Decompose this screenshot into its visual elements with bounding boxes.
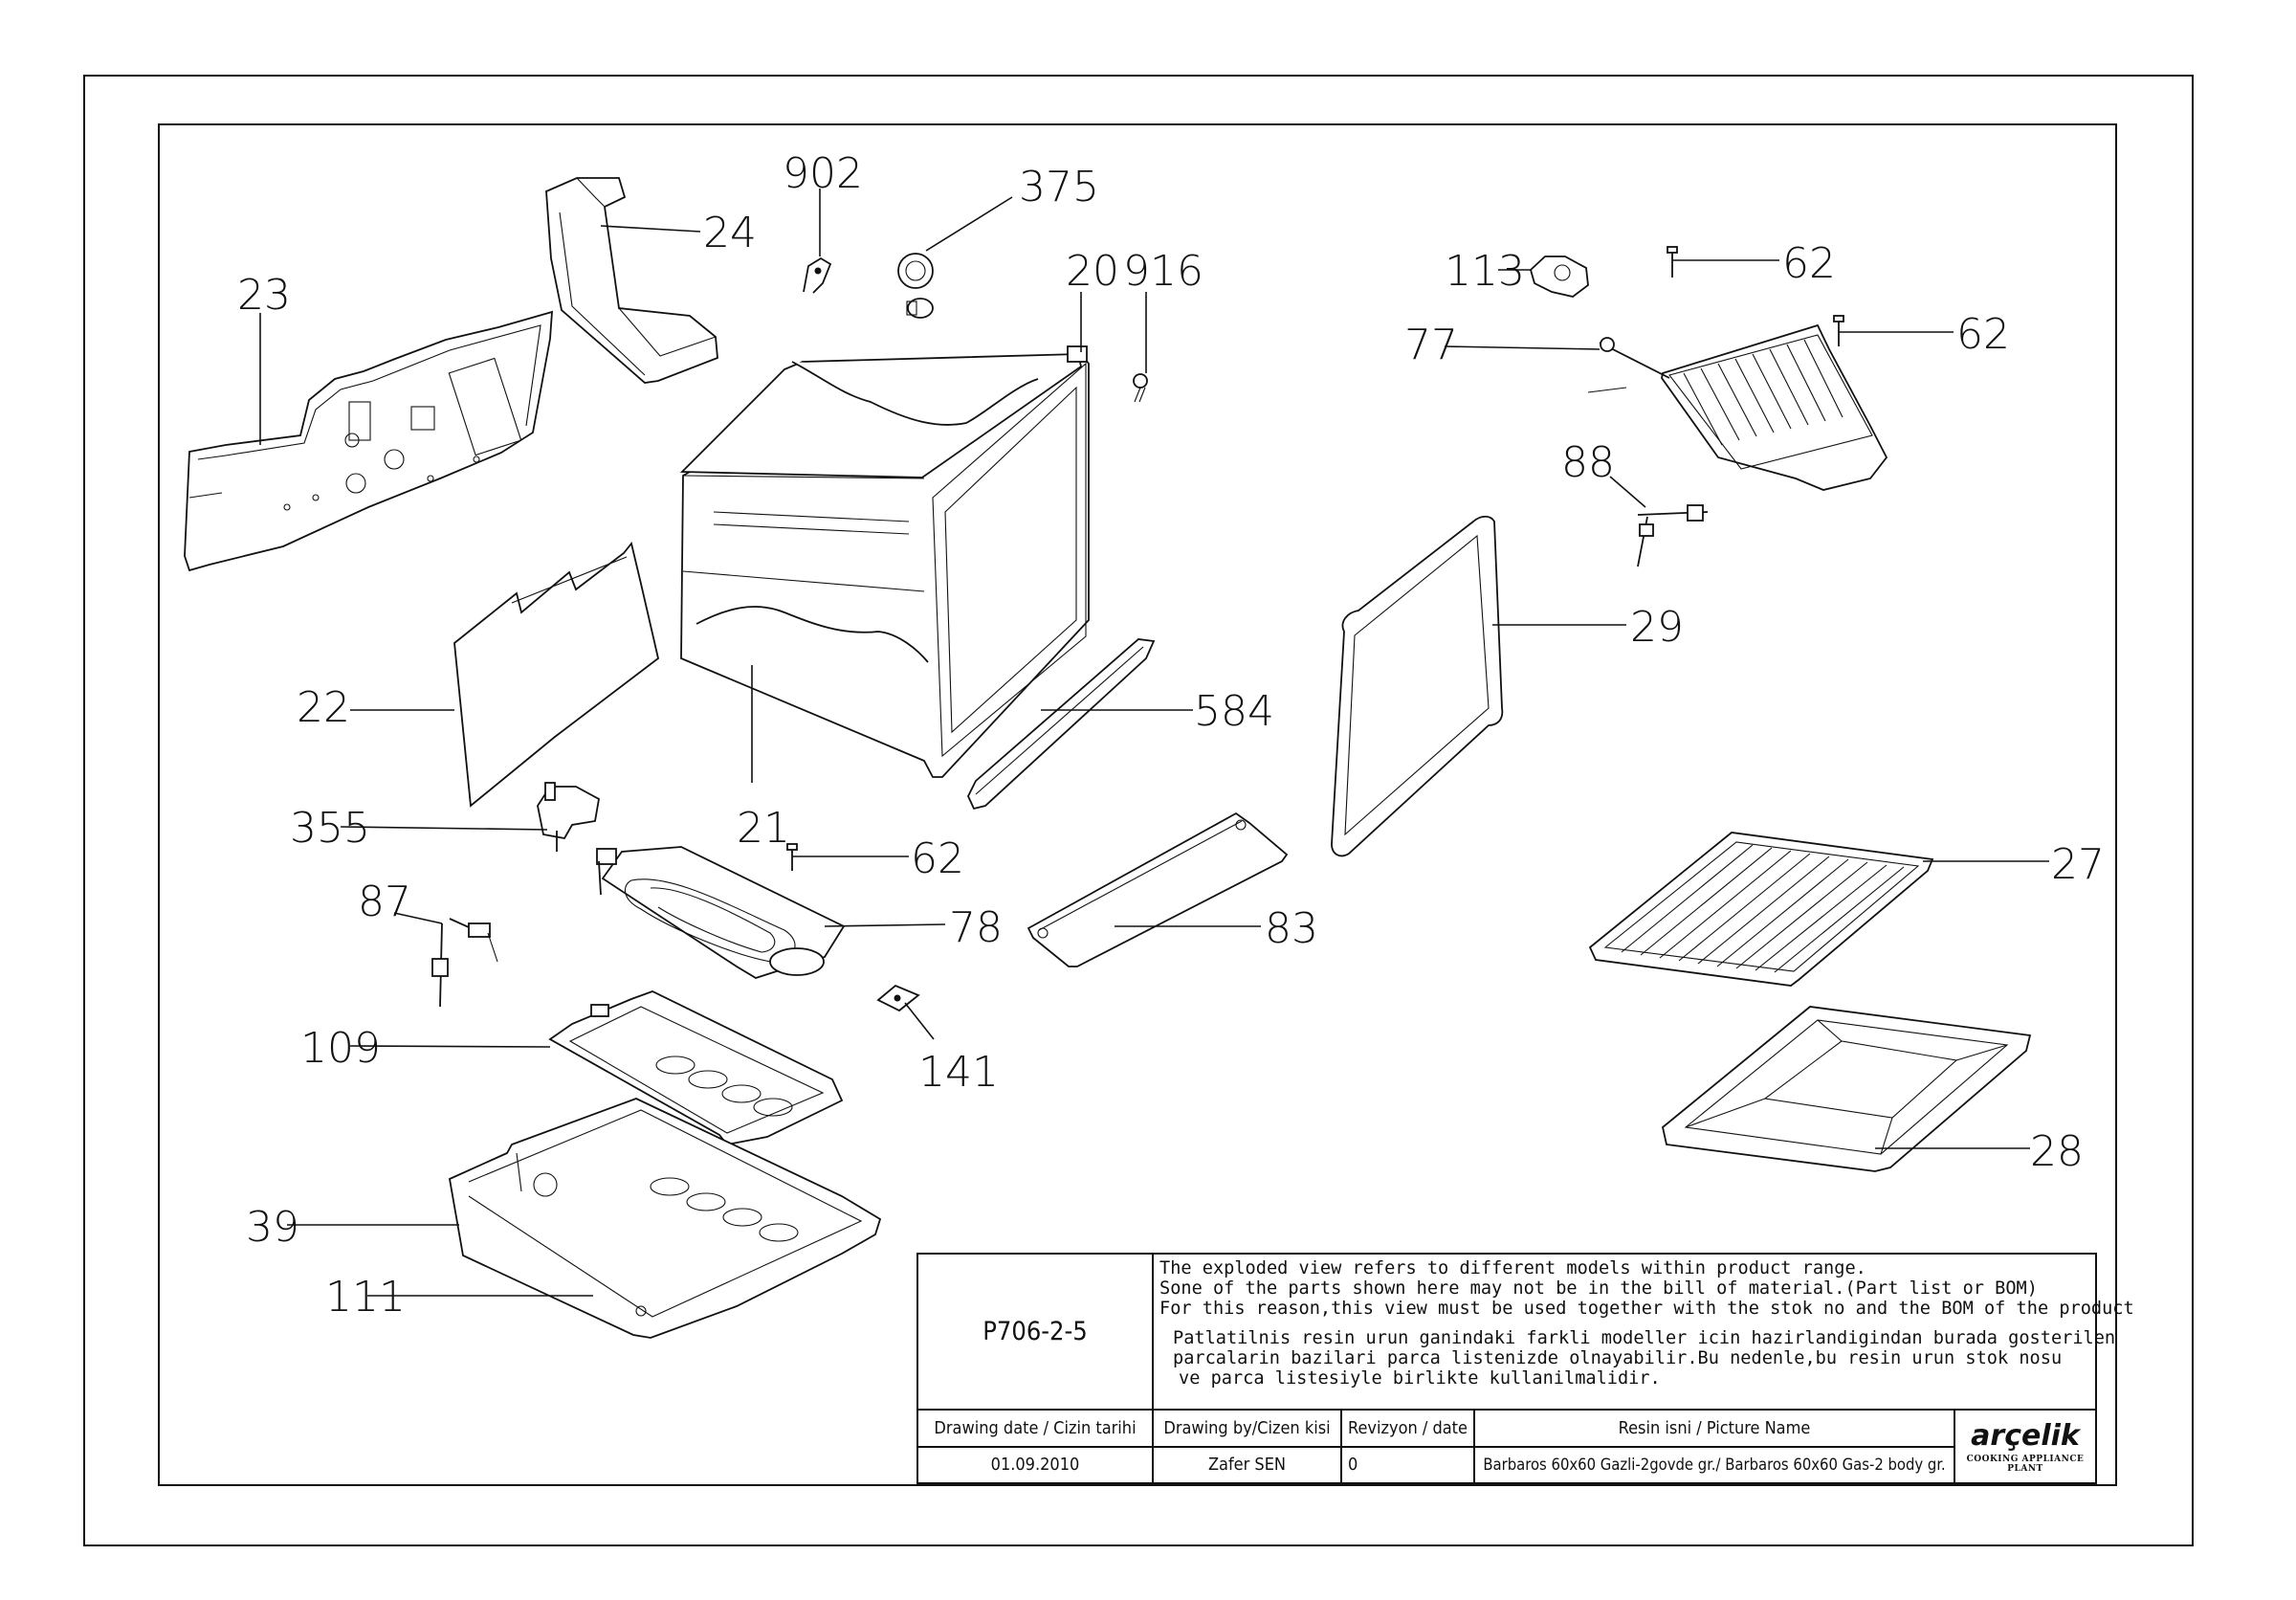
part-375-thermostat <box>897 253 934 319</box>
callout-88: 88 <box>1561 438 1615 487</box>
callout-62-c: 62 <box>911 834 964 883</box>
part-28-oven-pan <box>1662 1006 2032 1172</box>
callout-375: 375 <box>1019 163 1099 211</box>
inner-frame <box>158 123 2117 1486</box>
note-tr-2: parcalarin bazilari parca listenizde oln… <box>1173 1348 2063 1368</box>
header-revision: Revizyon / date <box>1340 1409 1475 1448</box>
part-355-ignition-bracket <box>537 782 600 852</box>
callout-24: 24 <box>703 209 757 257</box>
part-83-plate <box>1027 811 1289 967</box>
part-24-bracket <box>545 177 718 384</box>
callout-355: 355 <box>290 804 370 853</box>
callout-113: 113 <box>1445 247 1525 296</box>
header-picture-name: Resin isni / Picture Name <box>1473 1409 1955 1448</box>
notes-cell: The exploded view refers to different mo… <box>1151 1252 2134 1411</box>
part-62-screw-c <box>786 843 798 871</box>
note-tr-1: Patlatilnis resin urun ganindaki farkli … <box>1173 1328 2116 1348</box>
callout-28: 28 <box>2030 1127 2084 1176</box>
value-drawing-by: Zafer SEN <box>1152 1445 1342 1485</box>
value-revision: 0 <box>1340 1445 1475 1485</box>
header-drawing-date: Drawing date / Cizin tarihi <box>916 1409 1154 1448</box>
part-113-valve-bracket <box>1529 256 1589 298</box>
logo-wordmark: arçelik <box>1971 1419 2080 1454</box>
note-tr-3: ve parca listesiyle birlikte kullanilmal… <box>1179 1368 1661 1389</box>
callout-916: 916 <box>1123 247 1203 296</box>
part-77-grill-burner <box>1587 323 1888 491</box>
callout-109: 109 <box>300 1024 381 1073</box>
callout-22: 22 <box>297 683 350 732</box>
part-902-clip <box>803 256 832 294</box>
company-logo: arçelik COOKING APPLIANCE PLANT <box>1953 1409 2098 1484</box>
part-62-screw-a <box>1667 246 1678 278</box>
logo-subtitle: COOKING APPLIANCE PLANT <box>1966 1455 2085 1475</box>
callout-62-b: 62 <box>1956 310 2010 359</box>
callout-87: 87 <box>358 878 411 926</box>
outer-frame <box>83 75 2194 1546</box>
callout-111: 111 <box>325 1273 406 1322</box>
note-en-3: For this reason,this view must be used t… <box>1159 1299 2134 1319</box>
callout-77: 77 <box>1404 321 1458 369</box>
callout-23: 23 <box>237 271 291 320</box>
part-87-thermocouple <box>431 918 498 1008</box>
part-20-oven-body <box>679 345 1090 778</box>
part-27-wire-shelf <box>1588 832 1934 987</box>
part-78-oven-burner <box>596 846 846 979</box>
drawing-code: P706-2-5 <box>916 1252 1154 1411</box>
callout-21: 21 <box>737 804 790 853</box>
callout-141: 141 <box>918 1048 999 1097</box>
note-en-2: Sone of the parts shown here may not be … <box>1159 1278 2038 1299</box>
callout-78: 78 <box>949 903 1003 952</box>
part-22-insulation-sheet <box>453 541 660 808</box>
part-141-shield <box>876 984 920 1012</box>
part-39-burner-tray <box>448 1098 882 1339</box>
callout-902: 902 <box>783 149 863 198</box>
callout-29: 29 <box>1630 603 1684 652</box>
part-23-rear-panel <box>184 310 553 572</box>
value-picture-name: Barbaros 60x60 Gazli-2govde gr./ Barbaro… <box>1473 1445 1955 1485</box>
callout-39: 39 <box>246 1203 299 1252</box>
part-109-burner-cover <box>548 990 844 1145</box>
callout-83: 83 <box>1265 904 1318 953</box>
part-916-screw <box>1133 373 1148 403</box>
note-en-1: The exploded view refers to different mo… <box>1159 1258 1866 1278</box>
part-88-thermocouple <box>1637 504 1709 567</box>
callout-62-a: 62 <box>1782 239 1836 288</box>
part-584-rail <box>967 638 1156 811</box>
callout-584: 584 <box>1194 687 1274 736</box>
callout-27: 27 <box>2051 840 2105 889</box>
part-29-door-seal <box>1331 515 1504 857</box>
value-drawing-date: 01.09.2010 <box>916 1445 1154 1485</box>
part-62-screw-b <box>1833 315 1844 346</box>
header-drawing-by: Drawing by/Cizen kisi <box>1152 1409 1342 1448</box>
title-block: P706-2-5 The exploded view refers to dif… <box>916 1252 2134 1485</box>
callout-20: 20 <box>1066 247 1119 296</box>
